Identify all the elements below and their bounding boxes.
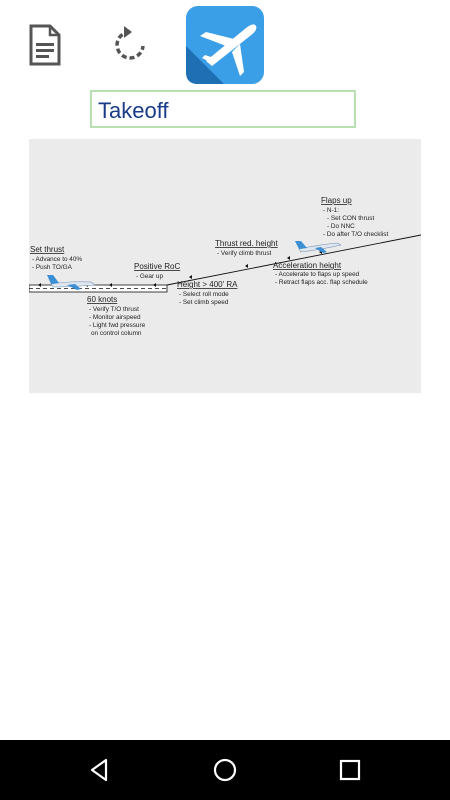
set-thrust-item: - Advance to 40% bbox=[32, 256, 82, 263]
title-text: Takeoff bbox=[98, 98, 169, 123]
aircraft-ground-icon bbox=[47, 275, 96, 290]
sixty-knots-item: - Monitor airspeed bbox=[89, 314, 141, 321]
recent-apps-square-icon bbox=[339, 759, 361, 781]
home-circle-icon bbox=[213, 758, 237, 782]
system-navigation-bar bbox=[0, 740, 450, 800]
takeoff-diagram: Set thrust - Advance to 40% - Push TO/GA… bbox=[29, 139, 421, 393]
runway bbox=[29, 284, 168, 293]
flaps-up-item: - Set CON thrust bbox=[327, 215, 374, 222]
sixty-knots-item: on control column bbox=[91, 330, 142, 337]
sixty-knots-title: 60 knots bbox=[87, 295, 117, 304]
recent-apps-button[interactable] bbox=[336, 756, 364, 784]
back-button[interactable] bbox=[86, 756, 114, 784]
document-icon bbox=[29, 24, 61, 66]
accel-height-item: - Accelerate to flaps up speed bbox=[275, 271, 360, 278]
home-button[interactable] bbox=[211, 756, 239, 784]
set-thrust-title: Set thrust bbox=[30, 245, 65, 254]
back-triangle-icon bbox=[90, 758, 108, 782]
title-field[interactable]: Takeoff bbox=[90, 90, 356, 128]
aircraft-climb-icon bbox=[295, 241, 342, 253]
refresh-button[interactable] bbox=[110, 24, 150, 68]
flaps-up-title: Flaps up bbox=[321, 196, 352, 205]
height-400-item: - Select roll mode bbox=[179, 291, 229, 298]
flaps-up-item: - N-1: bbox=[323, 207, 339, 214]
flaps-up-item: - Do after T/O checklist bbox=[323, 231, 388, 238]
thrust-red-title: Thrust red. height bbox=[215, 239, 278, 248]
height-400-item: - Set climb speed bbox=[179, 299, 229, 306]
refresh-icon bbox=[115, 26, 145, 60]
airplane-logo-icon bbox=[186, 6, 264, 84]
app-logo[interactable] bbox=[186, 6, 264, 84]
climb-path bbox=[166, 234, 421, 286]
accel-height-item: - Retract flaps acc. flap schedule bbox=[275, 279, 368, 286]
document-button[interactable] bbox=[26, 24, 64, 66]
flaps-up-item: - Do NNC bbox=[327, 223, 355, 230]
sixty-knots-item: - Light fwd pressure bbox=[89, 322, 146, 329]
set-thrust-item: - Push TO/GA bbox=[32, 264, 73, 271]
positive-roc-item: - Gear up bbox=[136, 273, 163, 280]
height-400-title: Height > 400' RA bbox=[177, 280, 238, 289]
sixty-knots-item: - Verify T/O thrust bbox=[89, 306, 139, 313]
thrust-red-item: - Verify climb thrust bbox=[217, 250, 272, 257]
positive-roc-title: Positive RoC bbox=[134, 262, 180, 271]
accel-height-title: Acceleration height bbox=[273, 261, 342, 270]
